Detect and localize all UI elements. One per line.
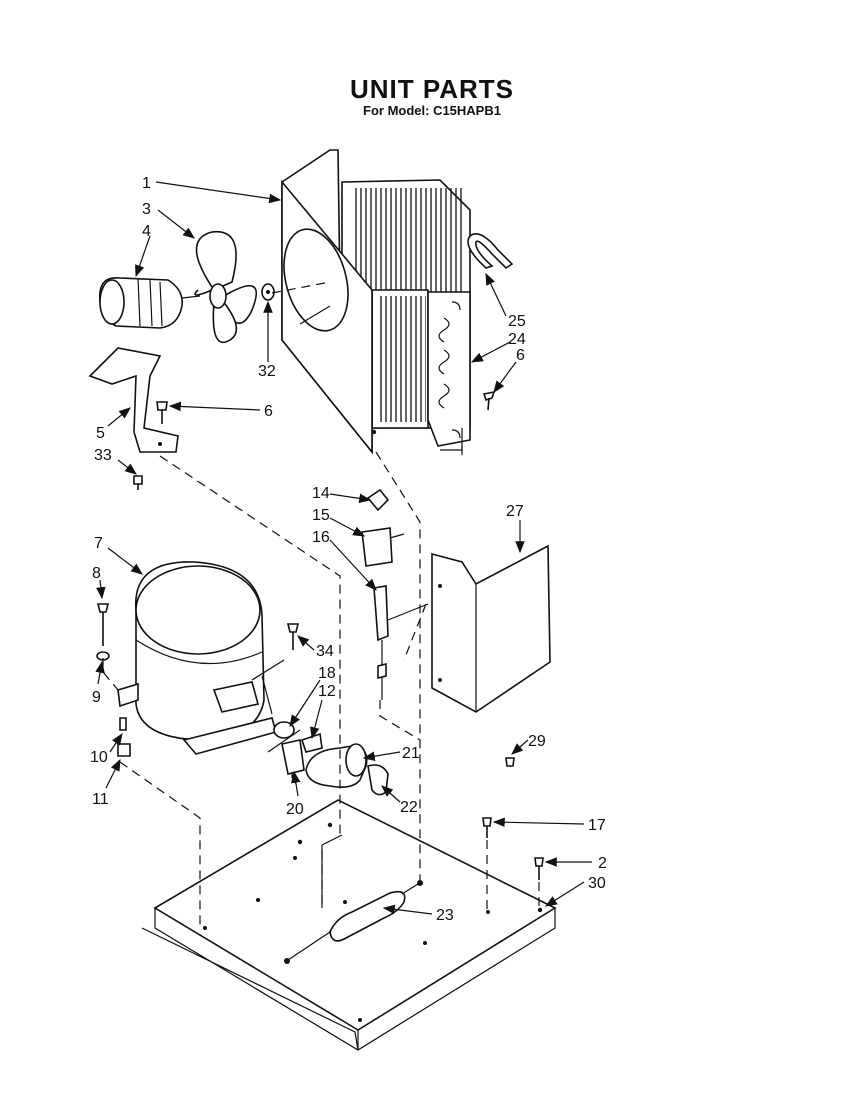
callout-4: 4 (142, 223, 151, 240)
fan-motor (99, 276, 201, 329)
motor-bracket (88, 347, 179, 453)
callout-23: 23 (436, 907, 454, 924)
callout-leaders (95, 181, 592, 915)
callout-27: 27 (506, 503, 524, 520)
callout-2: 2 (598, 855, 607, 872)
callout-16: 16 (312, 529, 330, 546)
callout-1: 1 (142, 175, 151, 192)
callout-9: 9 (92, 689, 101, 706)
compressor (117, 561, 285, 755)
callout-8: 8 (92, 565, 101, 582)
callout-24: 24 (508, 331, 526, 348)
callout-30: 30 (588, 875, 606, 892)
callout-3: 3 (142, 201, 151, 218)
callout-14: 14 (312, 485, 330, 502)
callout-33: 33 (94, 447, 112, 464)
u-tube (467, 233, 514, 270)
callout-21: 21 (402, 745, 420, 762)
callout-6-lower: 6 (264, 403, 273, 420)
partition-panel (431, 544, 551, 713)
callout-25: 25 (508, 313, 526, 330)
callout-18: 18 (318, 665, 336, 682)
screws (96, 390, 544, 880)
thermostat-assembly (361, 488, 429, 700)
callout-29: 29 (528, 733, 546, 750)
callout-20: 20 (286, 801, 304, 818)
callout-34: 34 (316, 643, 334, 660)
diagram-title: UNIT PARTS (349, 74, 515, 104)
callout-12: 12 (318, 683, 336, 700)
callout-10: 10 (90, 749, 108, 766)
callout-5: 5 (96, 425, 105, 442)
callout-labels: 1 3 4 32 25 24 6 6 5 33 14 15 16 27 7 8 … (90, 175, 607, 924)
callout-32: 32 (258, 363, 276, 380)
drier (284, 880, 423, 964)
callout-17: 17 (588, 817, 606, 834)
callout-7: 7 (94, 535, 103, 552)
callout-6-upper: 6 (516, 347, 525, 364)
fan-blade (194, 231, 257, 343)
callout-15: 15 (312, 507, 330, 524)
capacitor-clamp (367, 764, 389, 796)
callout-11: 11 (92, 791, 109, 808)
model-subtitle: For Model: C15HAPB1 (363, 103, 501, 118)
fan-nut (261, 283, 275, 301)
fan-shroud (281, 149, 377, 455)
run-capacitor (305, 743, 368, 788)
callout-22: 22 (400, 799, 418, 816)
